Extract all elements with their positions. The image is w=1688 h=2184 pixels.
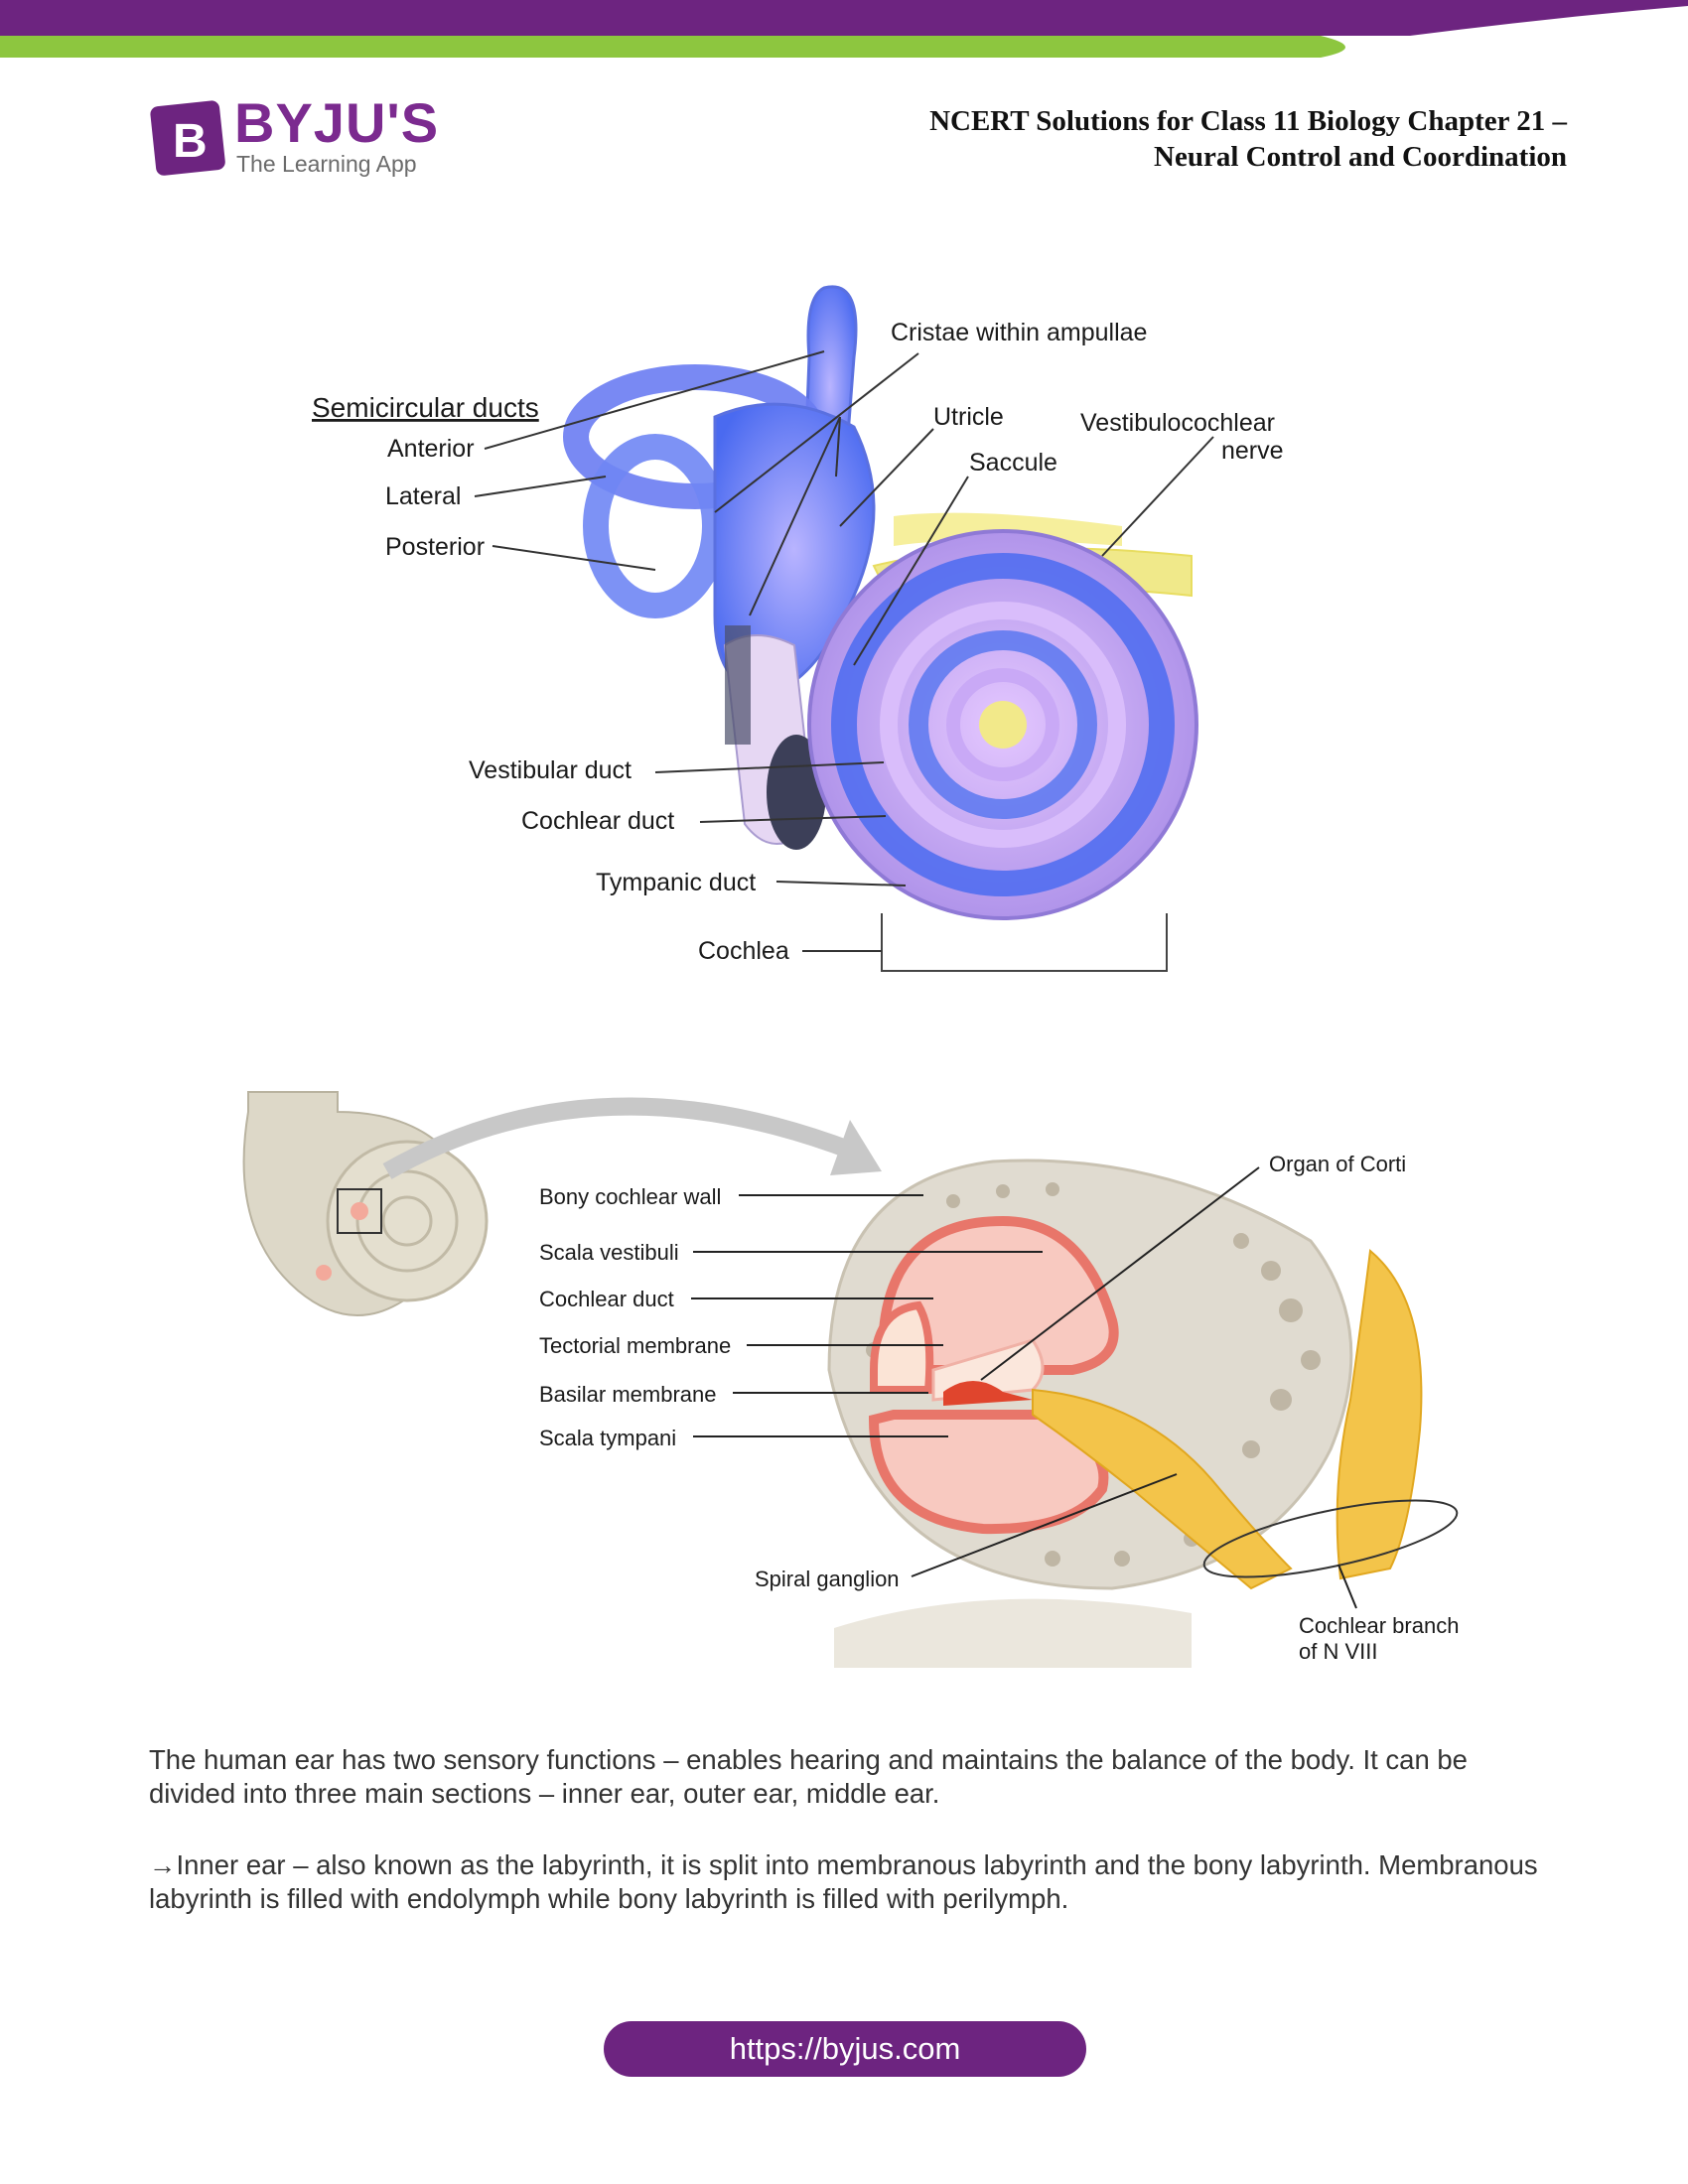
label-bony-cochlear-wall: Bony cochlear wall (539, 1184, 721, 1209)
label-organ-of-corti: Organ of Corti (1269, 1152, 1406, 1176)
inner-ear-diagram: Semicircular ducts Anterior Lateral Post… (0, 268, 1688, 993)
cochlea-cross-section-diagram: Bony cochlear wall Scala vestibuli Cochl… (0, 1072, 1688, 1668)
page-title-line2: Neural Control and Coordination (1154, 141, 1567, 173)
label-utricle: Utricle (933, 403, 1004, 431)
label-scala-vestibuli: Scala vestibuli (539, 1240, 679, 1265)
label-nerve-line1: Vestibulocochlear (1080, 409, 1275, 437)
label-lateral: Lateral (385, 482, 461, 510)
logo-letter: B (173, 115, 208, 168)
label-saccule: Saccule (969, 449, 1057, 477)
label-spiral-ganglion: Spiral ganglion (755, 1567, 900, 1591)
footer-url-button[interactable]: https://byjus.com (604, 2021, 1086, 2077)
label-nerve-line2: nerve (1221, 437, 1284, 465)
label-anterior: Anterior (387, 435, 475, 463)
inner-ear-illustration: Semicircular ducts Anterior Lateral Post… (312, 285, 1284, 972)
brand-tagline: The Learning App (236, 151, 417, 177)
paragraph-inner-ear: →Inner ear – also known as the labyrinth… (149, 1849, 1538, 1914)
label-tympanic-duct: Tympanic duct (596, 869, 756, 896)
label-basilar-membrane: Basilar membrane (539, 1382, 717, 1407)
label-cochlear-duct: Cochlear duct (521, 807, 674, 835)
cochlea-cross-section-illustration: Bony cochlear wall Scala vestibuli Cochl… (242, 1091, 1459, 1668)
label-tectorial-membrane: Tectorial membrane (539, 1333, 731, 1358)
brand-logo[interactable]: B BYJU'S The Learning App (149, 93, 447, 181)
label-vestibular-duct: Vestibular duct (469, 756, 632, 784)
logo-mark-icon: B (150, 100, 225, 176)
label-cochlear-branch-line1: Cochlear branch (1299, 1613, 1459, 1638)
label-cochlear-duct-2: Cochlear duct (539, 1287, 674, 1311)
page-title-line1: NCERT Solutions for Class 11 Biology Cha… (929, 105, 1567, 137)
paragraph-ear-functions: The human ear has two sensory functions … (149, 1744, 1468, 1809)
brand-name: BYJU'S (234, 91, 440, 154)
label-cochlear-branch-line2: of N VIII (1299, 1639, 1377, 1664)
label-semicircular-ducts: Semicircular ducts (312, 392, 539, 423)
top-banner (0, 0, 1688, 60)
page-title: NCERT Solutions for Class 11 Biology Cha… (773, 103, 1567, 175)
label-posterior: Posterior (385, 533, 485, 561)
label-cochlea: Cochlea (698, 937, 789, 965)
label-scala-tympani: Scala tympani (539, 1426, 676, 1450)
label-cristae: Cristae within ampullae (891, 319, 1147, 346)
